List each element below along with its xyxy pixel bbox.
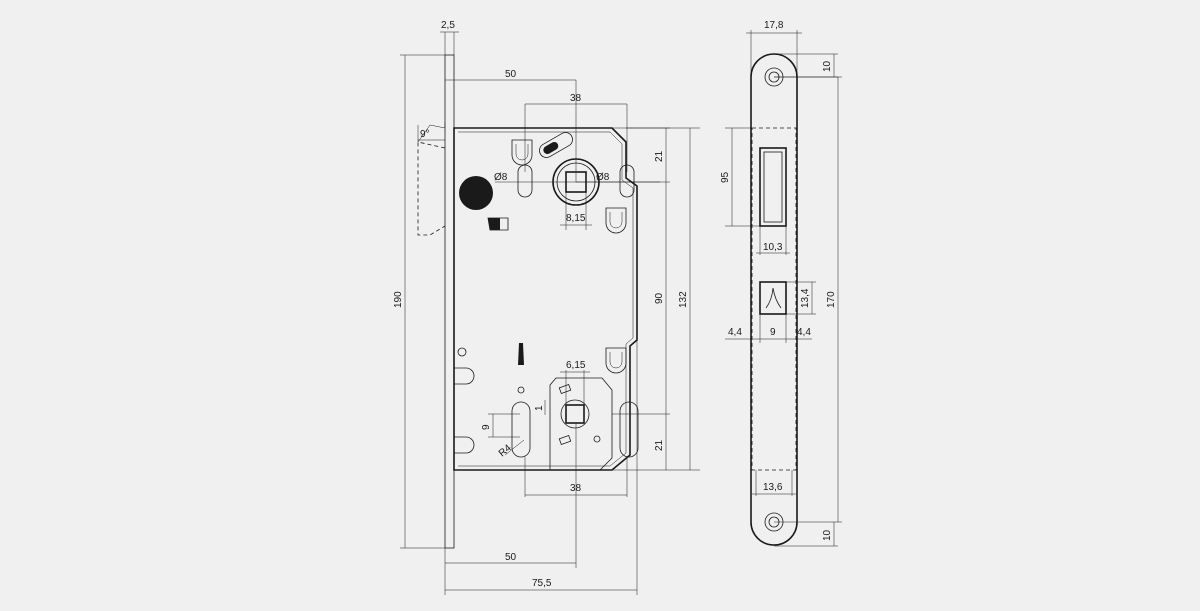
dim-latch-width: 9 [770,327,776,338]
bolt-slot [759,147,787,227]
slot-left [511,401,531,458]
lug-mid-right [605,207,627,234]
dim-plate-width: 17,8 [764,20,784,31]
front-dimension-lines [400,31,700,595]
dim-bolt-slot-height: 95 [720,171,731,183]
switch-lever [539,132,573,158]
thumb-square [565,404,585,424]
small-hole [457,347,467,357]
dim-slot-offset: 1 [534,405,545,411]
faceplate-lug-bottom [454,436,475,454]
dim-backset-bottom: 50 [505,552,517,563]
dim-total-height-side: 170 [826,291,837,308]
thumb-tab-bottom [558,434,572,446]
switch-lever-inner [543,141,559,154]
thumb-small-hole [593,435,601,443]
dim-top-hole-offset: 10 [822,60,833,72]
lug-mid-right-inner [609,212,623,229]
dim-total-depth: 75,5 [532,578,552,589]
lug-lower-right [605,347,627,374]
latch-bolt [417,141,446,236]
side-dimension-lines [725,30,842,547]
dim-radius: R4 [497,442,514,459]
front-view: 2,5 9° 50 38 21 Ø8 Ø8 8,15 190 90 132 6,… [393,20,700,595]
solid-circle [459,176,493,210]
dim-handle-to-lock-bottom: 38 [570,483,582,494]
small-hole-2 [517,386,525,394]
dim-backset-top: 50 [505,69,517,80]
dim-hole-right: Ø8 [596,172,610,183]
dim-case-height: 132 [678,291,689,308]
thumb-housing [549,377,613,471]
dim-center-distance: 90 [654,292,665,304]
dim-square-spindle: 8,15 [566,213,586,224]
dim-right-margin: 4,4 [797,327,811,338]
thumb-circle [560,399,590,429]
faceplate-lug-top [454,367,475,385]
side-view: 17,8 10 95 10,3 170 13,4 4,4 9 4,4 13,6 … [720,20,842,547]
side-body-dashed [751,127,797,471]
bolt-slot-inner [763,151,783,223]
small-block-fill [488,218,500,230]
dim-bottom-hole-offset: 10 [822,529,833,541]
lug-lower-right-inner [609,352,623,369]
latch-window [759,281,787,315]
dim-thumb-square: 6,15 [566,360,586,371]
dim-top-offset: 21 [654,150,665,162]
dim-bottom-slot-width: 13,6 [763,482,783,493]
dim-angle: 9° [420,129,430,140]
lug-top-left [511,139,533,166]
pin [518,343,524,365]
dim-slot-height: 9 [481,424,492,430]
lug-top-left-inner [515,144,529,161]
thumb-tab-top [558,383,572,395]
lock-body-inner [458,131,634,467]
dim-left-margin: 4,4 [728,327,742,338]
latch-shape [765,287,782,309]
dim-handle-to-lock-top: 38 [570,93,582,104]
dim-bolt-slot-width: 10,3 [763,242,783,253]
hole-left [517,164,533,198]
dim-faceplate-thickness: 2,5 [441,20,455,31]
dim-total-height: 190 [393,291,404,308]
dim-hole-left: Ø8 [494,172,508,183]
slot-right [619,401,639,458]
faceplate [444,54,455,549]
latch-angle-line [417,124,446,143]
hole-right [619,164,635,198]
dim-latch-height: 13,4 [800,288,811,308]
dim-bottom-offset: 21 [654,439,665,451]
